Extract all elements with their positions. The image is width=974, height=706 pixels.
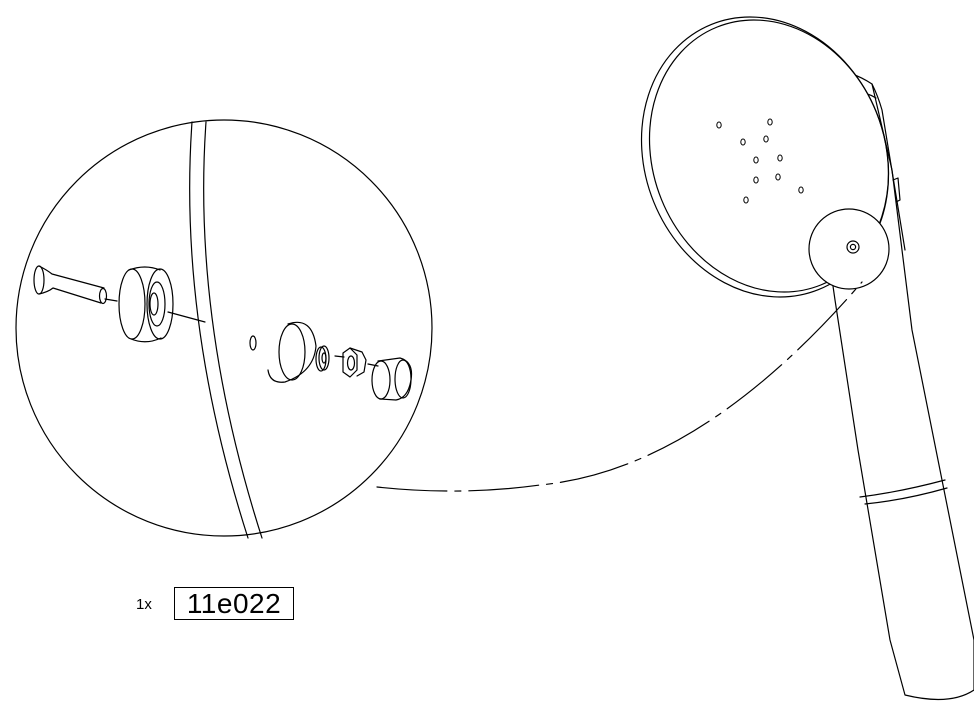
washer <box>315 345 330 372</box>
detail-leader-line <box>376 281 863 492</box>
spray-nozzles <box>716 118 804 204</box>
rivet-pin <box>33 265 108 305</box>
roller-wheel <box>118 266 174 343</box>
hex-nut <box>342 347 367 378</box>
part-number-box: 11e022 <box>174 587 294 620</box>
end-cap <box>371 357 413 401</box>
quantity-label: 1x <box>136 596 152 613</box>
o-ring <box>249 335 257 351</box>
detail-marker-circle <box>808 208 890 290</box>
dome-cap <box>267 321 317 383</box>
detail-enlargement <box>15 119 433 539</box>
shower-head <box>640 16 890 298</box>
